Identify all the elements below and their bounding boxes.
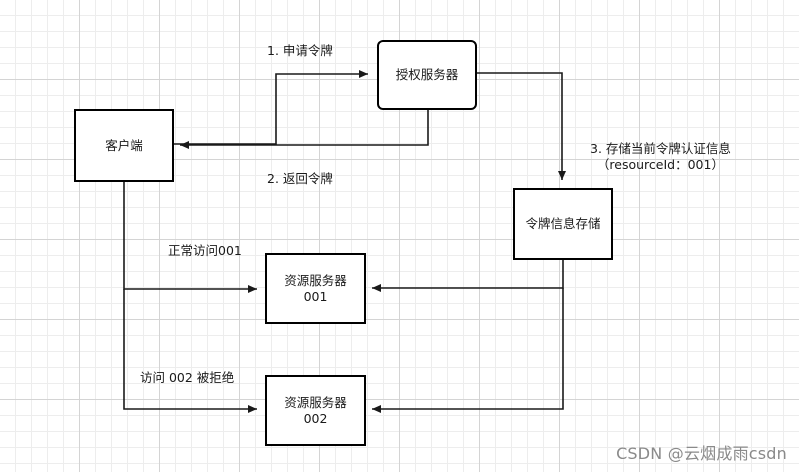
label-request-token: 1. 申请令牌 (267, 43, 333, 58)
resource-server-002-node: 资源服务器 002 (265, 375, 366, 446)
auth-server-node: 授权服务器 (377, 40, 477, 110)
edge-access-002 (123, 289, 257, 413)
label-return-token: 2. 返回令牌 (267, 171, 333, 186)
label-access-002-denied: 访问 002 被拒绝 (140, 370, 235, 385)
client-node: 客户端 (74, 109, 174, 182)
resource-server-001-node: 资源服务器 001 (265, 253, 366, 324)
edge-store-to-resource-002 (372, 288, 564, 413)
edge-request-token (174, 70, 368, 145)
label-access-001: 正常访问001 (168, 243, 242, 258)
label-store-token: 3. 存储当前令牌认证信息 （resourceId：001） (590, 141, 731, 172)
watermark-text: CSDN @云烟成雨csdn (616, 444, 787, 463)
token-store-node: 令牌信息存储 (513, 188, 613, 260)
edge-return-token (180, 110, 429, 149)
edge-access-001 (123, 182, 257, 293)
edge-store-token (477, 72, 566, 180)
edge-store-to-resource-001 (372, 260, 564, 292)
